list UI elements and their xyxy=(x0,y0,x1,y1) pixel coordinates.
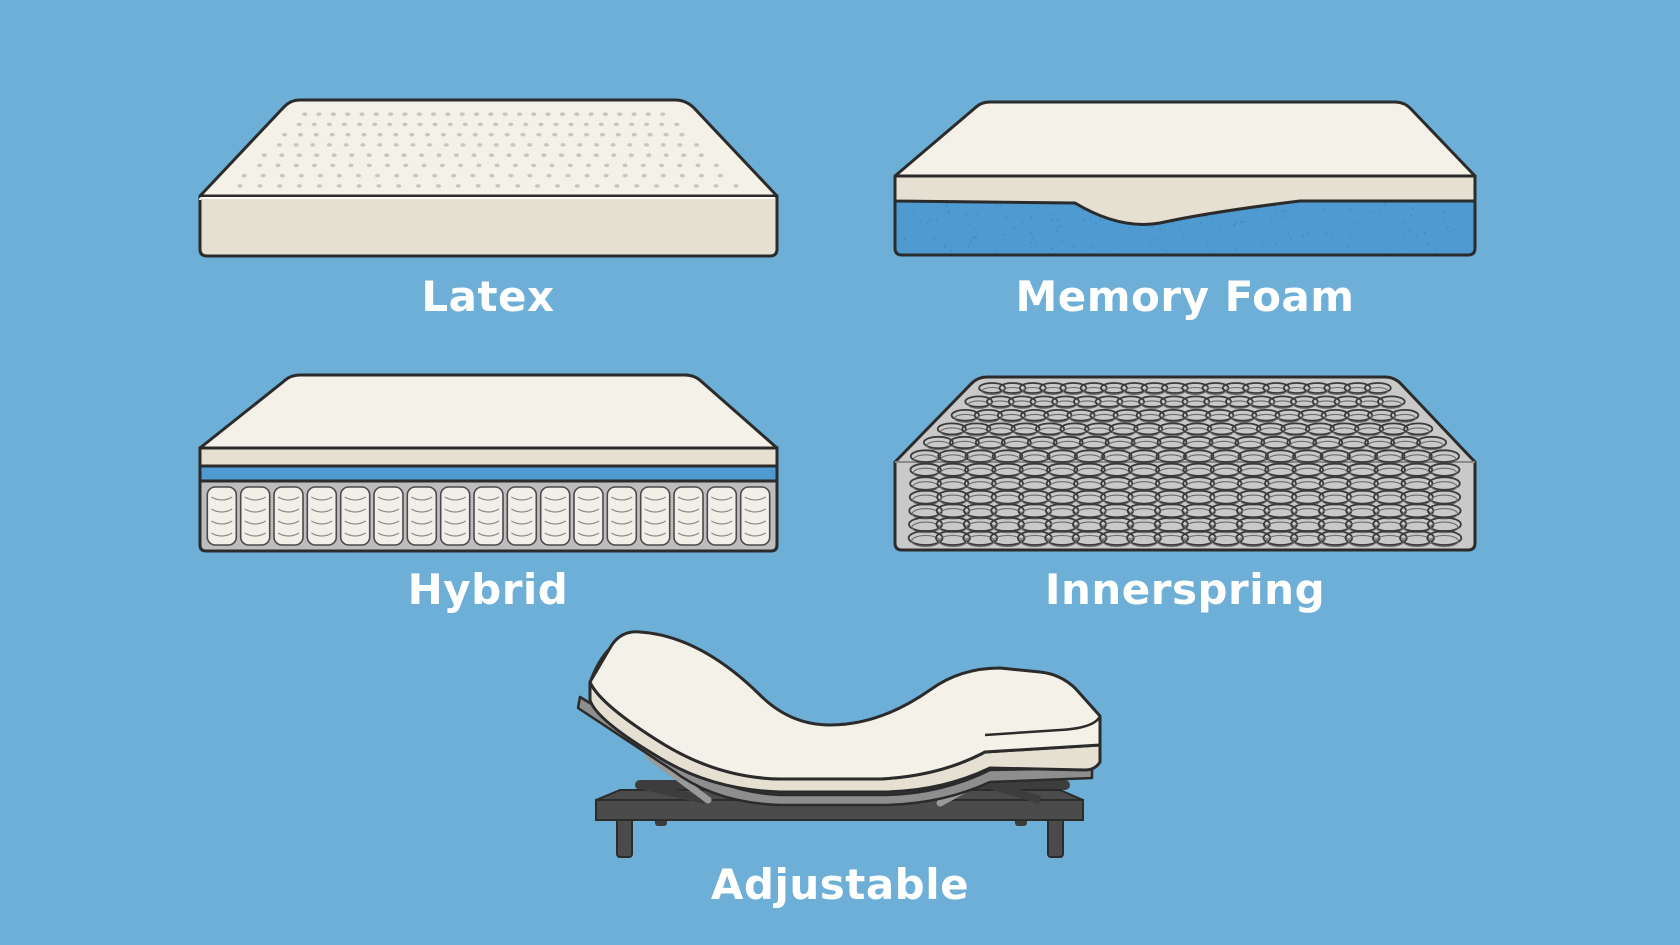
bonnell-coils xyxy=(907,382,1463,548)
hybrid-top xyxy=(198,373,779,450)
adjustable-bed-icon xyxy=(576,630,1102,858)
latex-label: Latex xyxy=(421,272,555,321)
memory-foam-top xyxy=(893,100,1477,178)
adjustable-label: Adjustable xyxy=(710,860,970,909)
memory-foam-comfort-layer xyxy=(893,174,1477,226)
hybrid-comfort-layer xyxy=(198,446,779,468)
memory-foam-side xyxy=(893,196,1477,257)
latex-pinholes xyxy=(237,112,739,188)
memory-foam-mattress-icon xyxy=(893,100,1477,257)
latex-side xyxy=(198,194,779,258)
innerspring-label: Innerspring xyxy=(1044,565,1326,614)
adjustable-mattress-top xyxy=(588,630,1102,781)
memory-foam-label: Memory Foam xyxy=(1015,272,1355,321)
innerspring-mattress-icon xyxy=(893,375,1477,552)
hybrid-mattress-icon xyxy=(198,373,779,553)
pocket-coils xyxy=(206,486,771,546)
hybrid-label: Hybrid xyxy=(407,565,569,614)
latex-mattress-icon xyxy=(198,98,779,258)
actuator-arm xyxy=(644,751,712,804)
